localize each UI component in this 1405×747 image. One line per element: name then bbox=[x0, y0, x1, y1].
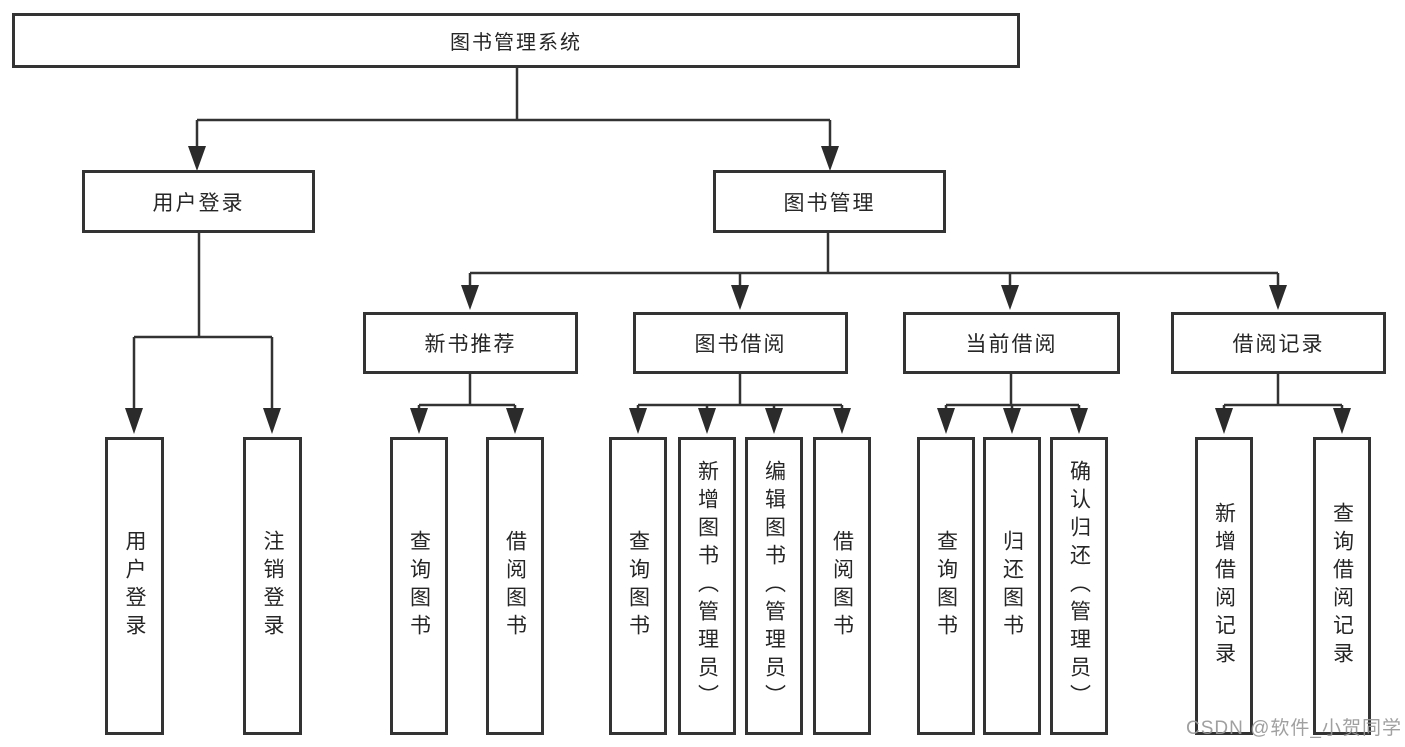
node-label: 借阅记录 bbox=[1232, 333, 1325, 356]
leaf-label: 查询图书 bbox=[934, 530, 958, 642]
node-label: 新书推荐 bbox=[424, 333, 517, 356]
leaf-label: 新增图书（管理员） bbox=[695, 460, 719, 712]
csdn-watermark: CSDN @软件_小贺同学 bbox=[1186, 718, 1402, 739]
leaf-newrec-query-books: 查询图书 bbox=[390, 437, 448, 735]
leaf-label: 编辑图书（管理员） bbox=[762, 460, 786, 712]
leaf-label: 归还图书 bbox=[1000, 530, 1024, 642]
node-label: 当前借阅 bbox=[965, 333, 1058, 356]
leaf-records-query-record: 查询借阅记录 bbox=[1313, 437, 1371, 735]
node-library-management-system: 图书管理系统 bbox=[12, 13, 1020, 68]
arrowheads bbox=[125, 146, 1351, 434]
node-label: 图书管理系统 bbox=[450, 32, 582, 54]
node-label: 用户登录 bbox=[152, 191, 245, 215]
leaf-label: 查询图书 bbox=[407, 530, 431, 642]
leaf-logout: 注销登录 bbox=[243, 437, 302, 735]
leaf-label: 确认归还（管理员） bbox=[1067, 460, 1091, 712]
leaf-user-login: 用户登录 bbox=[105, 437, 164, 735]
node-current-borrowing: 当前借阅 bbox=[903, 312, 1120, 374]
leaf-label: 借阅图书 bbox=[503, 530, 527, 642]
node-label: 图书管理 bbox=[783, 191, 876, 215]
leaf-label: 用户登录 bbox=[123, 530, 146, 642]
leaf-label: 借阅图书 bbox=[830, 530, 854, 642]
leaf-current-return-books: 归还图书 bbox=[983, 437, 1041, 735]
leaf-borrow-edit-books-admin: 编辑图书（管理员） bbox=[745, 437, 803, 735]
node-borrowing-records: 借阅记录 bbox=[1171, 312, 1386, 374]
leaf-label: 查询图书 bbox=[626, 530, 650, 642]
leaf-label: 注销登录 bbox=[261, 530, 284, 642]
leaf-label: 查询借阅记录 bbox=[1330, 502, 1354, 670]
leaf-borrow-query-books: 查询图书 bbox=[609, 437, 667, 735]
leaf-records-add-record: 新增借阅记录 bbox=[1195, 437, 1253, 735]
node-label: 图书借阅 bbox=[694, 333, 787, 356]
node-new-book-recommendation: 新书推荐 bbox=[363, 312, 578, 374]
leaf-borrow-borrow-books: 借阅图书 bbox=[813, 437, 871, 735]
leaf-label: 新增借阅记录 bbox=[1212, 502, 1236, 670]
node-user-login: 用户登录 bbox=[82, 170, 315, 233]
leaf-borrow-add-books-admin: 新增图书（管理员） bbox=[678, 437, 736, 735]
leaf-newrec-borrow-books: 借阅图书 bbox=[486, 437, 544, 735]
leaf-current-confirm-return-admin: 确认归还（管理员） bbox=[1050, 437, 1108, 735]
leaf-current-query-books: 查询图书 bbox=[917, 437, 975, 735]
node-book-borrowing: 图书借阅 bbox=[633, 312, 848, 374]
node-book-management: 图书管理 bbox=[713, 170, 946, 233]
